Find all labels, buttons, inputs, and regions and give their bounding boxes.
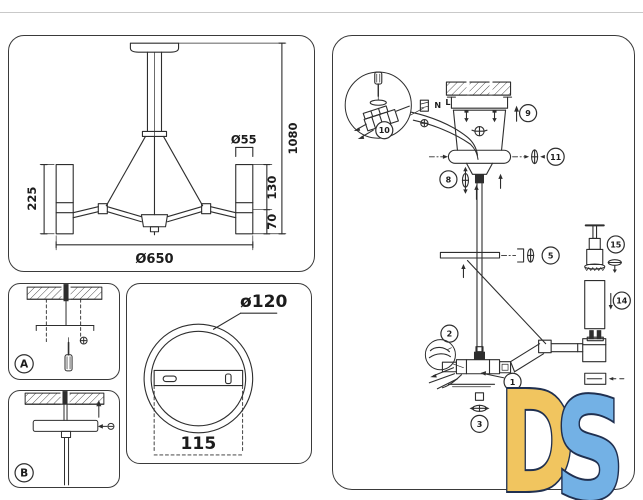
arms-hub-drawing	[72, 203, 237, 236]
screw-icon	[79, 336, 88, 345]
arm-tube	[510, 339, 584, 373]
detail-leader-line	[409, 107, 424, 116]
svg-text:A: A	[20, 359, 29, 371]
ceiling-hatch	[445, 81, 512, 97]
lamp-shade-right-drawing	[235, 163, 254, 235]
step-b-panel: B	[8, 390, 120, 488]
up-arrow-icon	[514, 105, 519, 122]
callout-14: 14	[612, 291, 631, 310]
wiring-detail-circle: 10	[344, 71, 412, 140]
glass-diffuser	[584, 372, 625, 385]
dimension-70: 70	[263, 209, 279, 235]
rod-through-ceiling	[62, 391, 68, 405]
svg-text:Ø55: Ø55	[231, 132, 257, 146]
wire-connection-detail-circle	[424, 339, 464, 371]
terminal-block-icon	[362, 105, 399, 132]
rotate-screw-icon	[607, 259, 622, 274]
assembly-diagram-panel: 10 N L	[332, 35, 635, 490]
callout-11: 11	[546, 147, 565, 166]
wire-live-label: L	[445, 98, 450, 107]
callout-8: 8	[439, 170, 458, 189]
down-arrow-icon	[608, 293, 613, 310]
canopy-screw-left	[428, 154, 448, 159]
step-a-badge: A	[14, 354, 34, 374]
canopy-ring	[143, 323, 254, 434]
svg-text:Ø650: Ø650	[135, 252, 173, 267]
callout-3: 3	[470, 414, 489, 433]
ds-watermark-logo: D S	[497, 387, 643, 500]
hub-cover-parts	[447, 383, 496, 412]
lamp-housing	[582, 330, 607, 363]
suspension-wires-drawing	[105, 135, 204, 216]
grub-screw-icon	[461, 166, 470, 194]
svg-text:2: 2	[447, 330, 453, 339]
svg-text:B: B	[20, 468, 28, 480]
mounting-bar	[153, 369, 244, 387]
screw-icon	[97, 422, 115, 430]
wire-neutral-label: N	[434, 101, 441, 110]
svg-text:5: 5	[548, 251, 554, 260]
step-a-drawing: A	[14, 284, 103, 374]
dimension-115: 115	[153, 385, 244, 456]
svg-text:1: 1	[510, 378, 516, 387]
canopy-diameter-label: ø120	[240, 292, 287, 312]
callout-9: 9	[518, 104, 538, 123]
supply-wires	[410, 111, 479, 160]
svg-text:14: 14	[616, 297, 628, 306]
mounting-bracket	[446, 96, 513, 123]
bulb-socket-parts	[584, 224, 606, 271]
dimension-225: 225	[25, 163, 55, 235]
drill-guide-lines	[45, 298, 82, 343]
page-divider-line	[0, 12, 643, 13]
down-rod	[63, 436, 70, 486]
step-b-badge: B	[14, 463, 34, 483]
svg-text:115: 115	[181, 434, 217, 454]
callout-10: 10	[375, 121, 394, 140]
svg-text:10: 10	[379, 126, 391, 135]
canopy-screw-right	[512, 149, 545, 165]
dimension-drawing-panel: 225 1080 Ø55 130 70	[8, 35, 315, 272]
callout-1: 1	[503, 372, 522, 391]
dimension-1080: 1080	[178, 42, 300, 235]
callout-15: 15	[606, 235, 625, 254]
lamp-shade-left-drawing	[55, 163, 74, 235]
canopy-top-view-panel: ø120 115	[126, 283, 312, 464]
svg-text:70: 70	[265, 214, 279, 230]
canopy-cup	[447, 109, 512, 184]
dimension-fixture-diameter: Ø650	[55, 235, 254, 267]
svg-text:11: 11	[550, 153, 562, 162]
chandelier-dimension-drawing: 225 1080 Ø55 130 70	[25, 42, 300, 267]
svg-text:9: 9	[525, 109, 531, 118]
svg-text:1080: 1080	[286, 122, 300, 154]
screwdriver-icon	[64, 337, 73, 372]
svg-text:225: 225	[25, 187, 39, 211]
step-b-drawing: B	[14, 391, 115, 486]
canopy-top-view-drawing: ø120 115	[143, 292, 288, 456]
up-arrow-icon	[96, 400, 102, 418]
dimension-shade-diameter: Ø55	[231, 132, 257, 158]
step-a-panel: A	[8, 283, 120, 380]
arm-insert-arrow	[480, 371, 505, 379]
assembly-exploded-drawing: 10 N L	[344, 71, 631, 433]
logo-letter-d: D	[499, 387, 575, 500]
shade-cylinder	[584, 279, 606, 330]
washer-icon	[369, 99, 387, 106]
svg-text:15: 15	[610, 240, 622, 249]
ceiling-canopy-drawing	[129, 42, 180, 137]
dimension-130: 130	[252, 163, 279, 211]
screwdriver-icon	[374, 71, 383, 101]
svg-text:8: 8	[446, 175, 452, 184]
logo-letter-s: S	[555, 387, 625, 500]
diameter-leader-line	[212, 312, 278, 330]
mounting-bracket	[35, 324, 95, 331]
center-hub	[441, 346, 512, 375]
rod-through-ceiling	[63, 284, 69, 302]
svg-text:130: 130	[265, 176, 279, 200]
rod-joint	[439, 248, 547, 345]
canopy-plate	[32, 419, 99, 438]
hub-wires	[428, 367, 463, 390]
svg-text:3: 3	[477, 420, 483, 429]
wire-lines	[353, 105, 410, 140]
callout-5: 5	[541, 246, 560, 265]
